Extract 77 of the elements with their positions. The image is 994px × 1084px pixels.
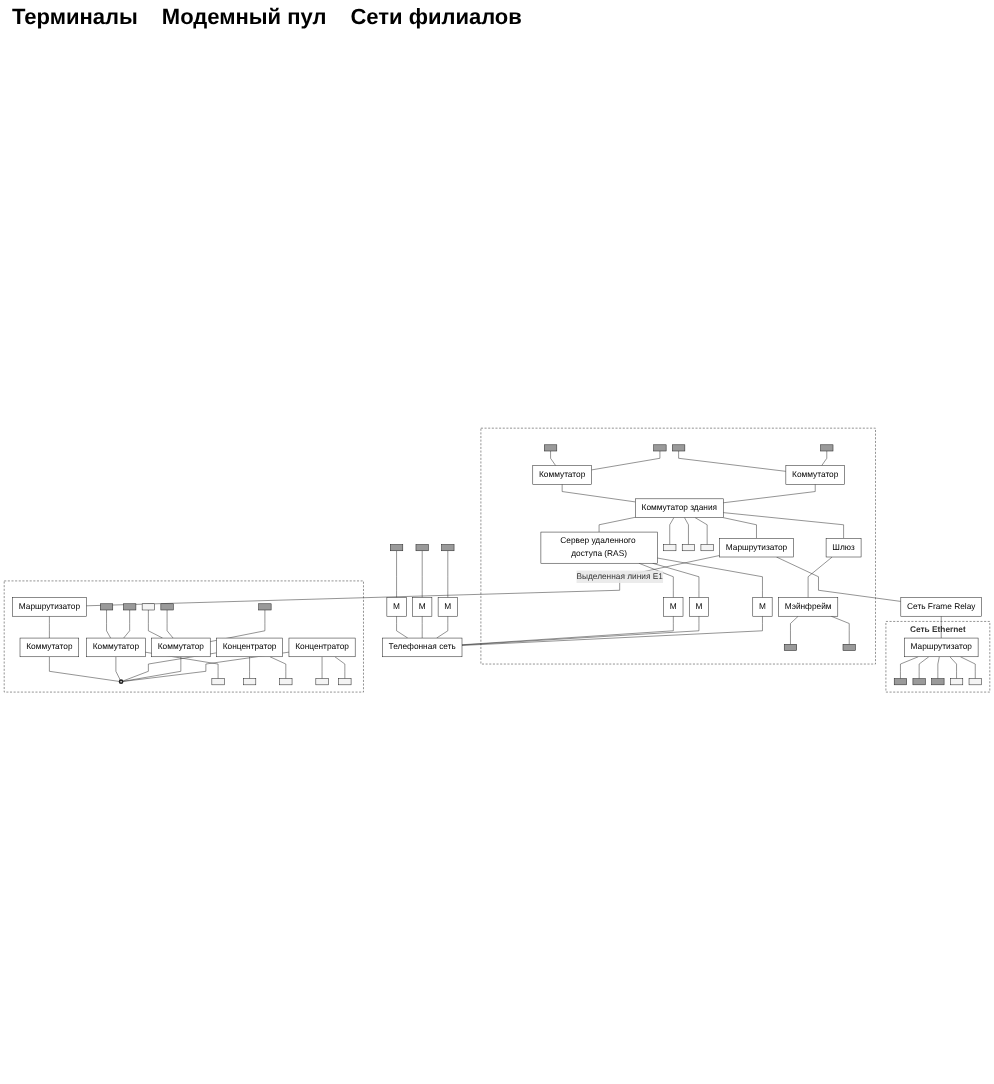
connector xyxy=(669,517,675,545)
connector xyxy=(776,556,902,602)
connector xyxy=(122,656,182,682)
connector xyxy=(900,656,919,679)
node-server xyxy=(681,544,695,551)
cluster xyxy=(3,580,364,693)
connector xyxy=(941,615,942,639)
node-computer xyxy=(544,444,558,452)
connector xyxy=(937,656,940,679)
node-computer xyxy=(820,444,834,452)
node-computer xyxy=(160,603,174,611)
connector xyxy=(638,562,674,598)
node-server xyxy=(315,678,329,685)
node-computer xyxy=(842,643,856,651)
node-circle xyxy=(118,679,124,684)
connector xyxy=(807,556,833,598)
node-server xyxy=(950,678,964,685)
connector xyxy=(269,656,287,679)
connector xyxy=(148,609,163,639)
connector xyxy=(321,656,323,679)
node-computer xyxy=(258,603,272,611)
connector xyxy=(561,483,636,503)
node-server xyxy=(968,678,982,685)
node-server xyxy=(338,678,352,685)
connector xyxy=(123,609,130,639)
connector xyxy=(86,555,720,606)
connector xyxy=(657,557,763,598)
node-computer xyxy=(100,603,114,611)
node-computer xyxy=(415,544,429,551)
node-computer xyxy=(893,678,907,685)
connector xyxy=(830,615,850,645)
connector xyxy=(334,656,346,679)
connector xyxy=(49,656,120,682)
connector xyxy=(115,656,121,681)
connector xyxy=(723,483,816,503)
connector xyxy=(447,550,449,598)
node-server xyxy=(141,603,155,611)
connector xyxy=(396,550,397,598)
connector xyxy=(591,450,661,471)
node-computer xyxy=(123,603,137,611)
connector xyxy=(461,615,763,646)
node-computer xyxy=(931,678,945,685)
node-server xyxy=(663,544,677,551)
note-label: Терминалы xyxy=(12,6,138,30)
cluster xyxy=(480,427,876,665)
connector xyxy=(421,615,423,639)
node-computer xyxy=(441,544,455,551)
node-computer xyxy=(653,444,667,452)
note-label: Модемный пул xyxy=(161,6,327,30)
node-computer xyxy=(784,643,797,651)
connector xyxy=(106,609,111,639)
node-computer xyxy=(390,544,404,551)
node-computer xyxy=(672,444,686,452)
node-server xyxy=(279,678,293,685)
connector xyxy=(421,550,423,598)
note-label: Сети филиалов xyxy=(350,6,522,30)
connector xyxy=(960,656,976,679)
connector xyxy=(918,656,930,679)
node-computer xyxy=(912,678,926,685)
connector xyxy=(790,615,799,645)
connector xyxy=(436,615,449,639)
node-server xyxy=(700,544,714,551)
connector xyxy=(684,517,689,545)
connector xyxy=(396,615,409,639)
node-server xyxy=(211,678,225,685)
connector xyxy=(49,615,50,639)
node-server xyxy=(243,678,257,685)
connector xyxy=(722,517,757,539)
connector xyxy=(821,450,828,466)
connector xyxy=(678,450,787,472)
connector xyxy=(166,609,174,639)
connector xyxy=(550,450,556,466)
connector xyxy=(652,562,700,598)
connector xyxy=(598,516,636,533)
connector xyxy=(723,512,844,539)
connector xyxy=(949,656,957,679)
connector xyxy=(249,656,250,679)
